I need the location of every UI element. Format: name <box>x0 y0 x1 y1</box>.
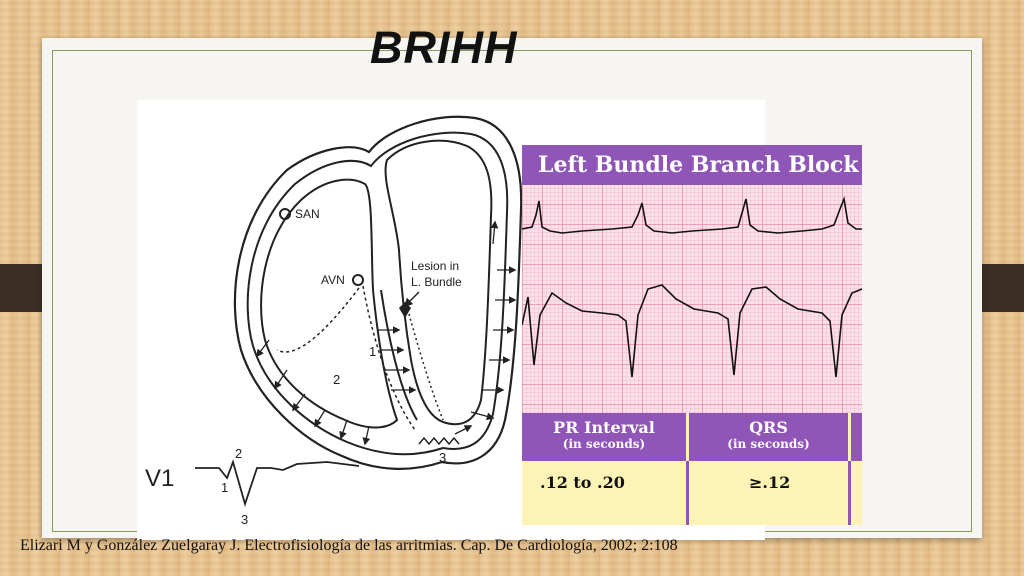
pr-interval-header-label: PR Interval <box>553 418 655 437</box>
right-chamber <box>260 178 399 429</box>
slide-title: BRIHH <box>370 22 518 73</box>
ecg-upper-trace <box>522 196 862 234</box>
qrs-header-sub: (in seconds) <box>727 437 810 451</box>
qrs-header-label: QRS <box>749 418 788 437</box>
interval-table: PR Interval (in seconds) QRS (in seconds… <box>522 413 862 525</box>
qrs-value-cell: ≥.12 <box>689 461 851 525</box>
v1-wave-label-1: 1 <box>221 480 228 495</box>
heart-diagram: SAN AVN Lesion in L. Bundle <box>145 115 523 527</box>
conduction-path-3 <box>408 313 444 421</box>
lbbb-header: Left Bundle Branch Block <box>522 145 862 185</box>
conduction-path-2 <box>276 287 360 353</box>
avn-label: AVN <box>321 273 345 287</box>
v1-wave-label-2: 2 <box>235 446 242 461</box>
qrs-value: ≥.12 <box>749 473 791 492</box>
extra-header-edge <box>851 413 862 461</box>
v1-waveform <box>195 459 360 508</box>
pr-interval-value: .12 to .20 <box>540 473 625 492</box>
lesion-label-line1: Lesion in <box>411 259 459 273</box>
avn-node <box>352 274 364 286</box>
path-label-1: 1 <box>369 344 376 359</box>
san-label: SAN <box>295 207 320 221</box>
pr-interval-header: PR Interval (in seconds) <box>522 413 689 461</box>
heart-outer-wall <box>233 115 523 470</box>
pr-interval-header-sub: (in seconds) <box>562 437 646 451</box>
pr-interval-value-cell: .12 to .20 <box>522 461 689 525</box>
ecg-lower-trace <box>522 284 862 378</box>
san-node <box>279 208 291 220</box>
ecg-strip <box>522 196 862 378</box>
lbbb-panel: Left Bundle Branch Block PR Interval (in… <box>522 145 862 525</box>
v1-wave-label-3: 3 <box>241 512 248 527</box>
qrs-header: QRS (in seconds) <box>689 413 851 461</box>
path-label-3: 3 <box>439 450 446 465</box>
lesion-label-line2: L. Bundle <box>411 275 462 289</box>
v1-label: V1 <box>145 465 174 492</box>
heart-inner-wall <box>246 131 509 456</box>
slide-citation: Elizari M y González Zuelgaray J. Electr… <box>20 537 678 554</box>
zigzag-conduction <box>418 436 460 446</box>
path-label-2: 2 <box>333 372 340 387</box>
septum <box>380 289 418 421</box>
lbbb-title: Left Bundle Branch Block <box>538 152 859 178</box>
